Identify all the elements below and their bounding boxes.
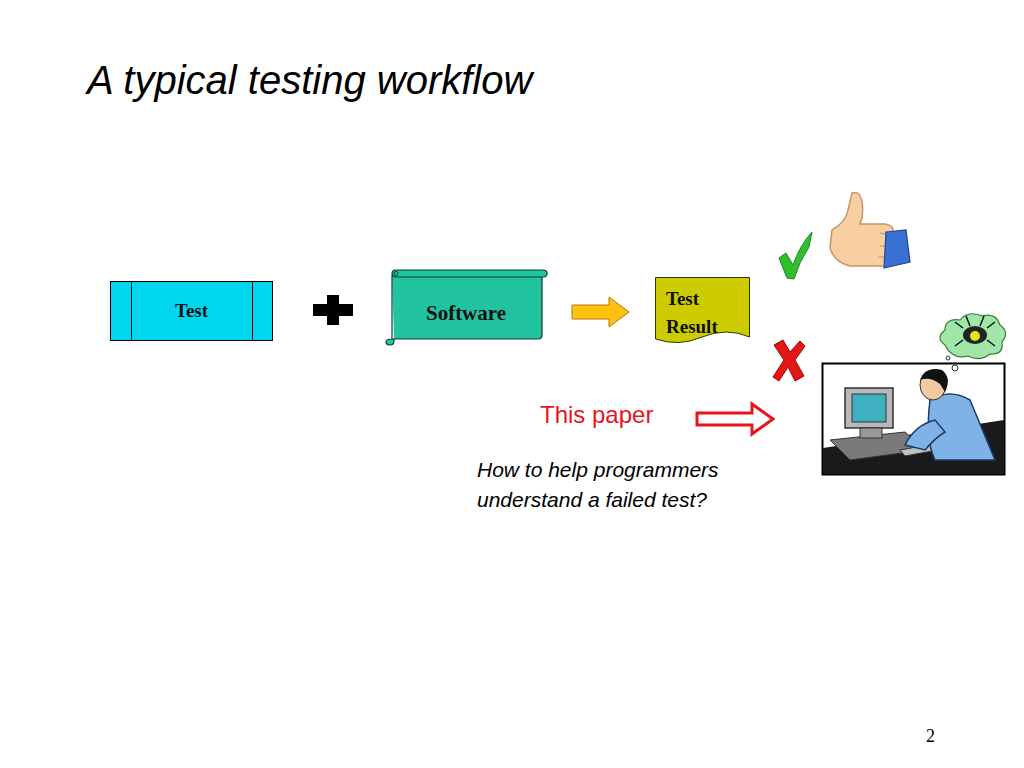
paper-label: This paper <box>540 401 653 429</box>
flow-arrow <box>572 297 629 327</box>
node-label: Software <box>426 289 506 326</box>
test-box: Test <box>110 281 273 341</box>
plus-sign <box>313 295 353 325</box>
cross-mark <box>773 340 805 381</box>
bug-thought-bubble <box>940 314 1006 371</box>
software-scroll: Software <box>384 269 548 345</box>
thumbs-up <box>830 192 910 268</box>
node-label: Test <box>175 300 208 322</box>
pointer-arrow <box>697 404 773 434</box>
result-document: Test Result <box>655 277 750 347</box>
slide-title: A typical testing workflow <box>87 58 532 103</box>
question-note: How to help programmers understand a fai… <box>477 455 787 515</box>
page-number: 2 <box>926 726 935 747</box>
programmer-illustration <box>823 364 1005 475</box>
node-label: Test Result <box>666 285 738 341</box>
check-mark <box>779 232 812 279</box>
